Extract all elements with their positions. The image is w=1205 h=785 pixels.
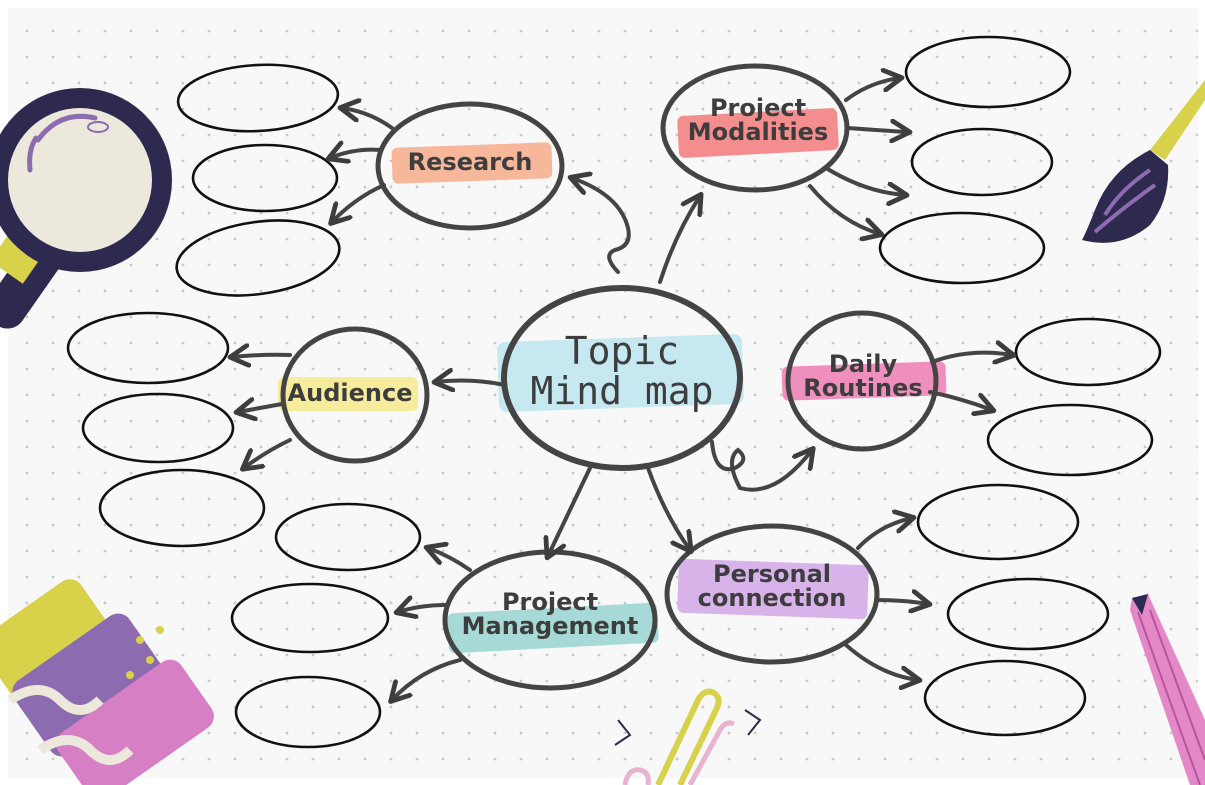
research-label: Research — [407, 148, 533, 176]
modalities-line-2: Modalities — [687, 118, 829, 146]
routines-label: Daily Routines — [780, 352, 946, 400]
connection-label: Personal connection — [672, 562, 872, 610]
topic-node-ring — [501, 285, 743, 471]
modalities-line-1: Project — [709, 94, 807, 122]
pencil-icon — [1130, 594, 1205, 785]
management-line-1: Project — [501, 588, 599, 616]
management-line-2: Management — [461, 612, 639, 640]
routines-line-2: Routines — [803, 374, 923, 402]
connectors — [232, 78, 1012, 700]
routines-line-1: Daily — [828, 350, 898, 378]
modalities-label: Project Modalities — [668, 96, 848, 144]
blank-bubbles — [66, 35, 1162, 749]
management-label: Project Management — [445, 590, 655, 638]
washi-tape-rolls-icon — [0, 579, 214, 785]
paperclips-icon — [614, 688, 762, 785]
connection-line-1: Personal — [713, 560, 831, 588]
topic-line-1: Topic — [564, 329, 680, 373]
paintbrush-icon — [1082, 80, 1205, 243]
connection-line-2: connection — [697, 584, 847, 612]
topic-title: Topic Mind map — [502, 329, 742, 413]
topic-line-2: Mind map — [530, 368, 714, 413]
audience-label: Audience — [287, 379, 413, 407]
magnifying-glass-icon — [0, 88, 172, 329]
